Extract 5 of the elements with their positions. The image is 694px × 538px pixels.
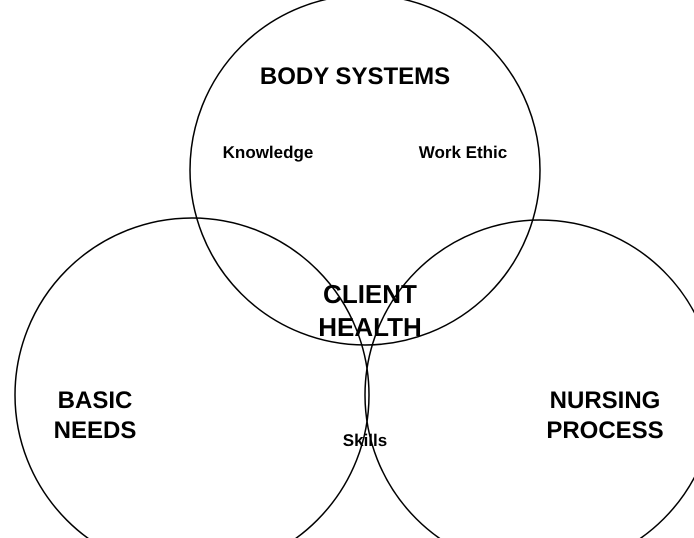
circle-title: BODY SYSTEMS [258, 62, 452, 92]
region-label: Knowledge [222, 142, 314, 164]
region-label: Work Ethic [418, 142, 508, 164]
circle-title: BASIC NEEDS [52, 386, 138, 446]
circle-title: NURSING PROCESS [545, 386, 665, 446]
